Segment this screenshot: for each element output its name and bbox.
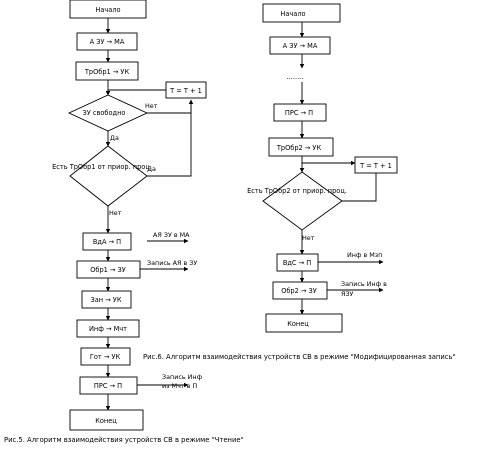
left-step-prs-p-label: ПРС → П <box>94 382 122 390</box>
left-step-vda-p <box>82 232 132 251</box>
right-label-no: Нет <box>302 234 315 242</box>
right-dots: ........ <box>287 73 304 81</box>
left-decision-zu-free-label: ЗУ свободно <box>83 109 126 117</box>
left-flowchart-shapes <box>67 0 207 431</box>
right-step-prs-p-label: ПРС → П <box>285 109 313 117</box>
right-end-box <box>265 313 343 333</box>
right-step-prs-p <box>273 103 327 122</box>
left-flowchart-connectors <box>105 18 194 411</box>
right-step-obr2-zu-label: Обр2 → ЗУ <box>281 287 317 295</box>
right-note-write-inf-1: Запись Инф в <box>341 280 387 288</box>
right-end-label: Конец <box>287 320 309 328</box>
right-flowchart-labels: Начало А ЗУ → МА ........ ПРС → П ТрОбр2… <box>247 10 392 328</box>
right-step-obr2-zu <box>272 281 328 300</box>
right-start-label: Начало <box>280 10 305 18</box>
left-step-trobr1-uk <box>75 61 139 81</box>
left-decision-zu-free <box>67 94 149 132</box>
left-decision-trobr1-label: Есть ТрОбр1 от приор. проц. <box>52 163 152 171</box>
right-inc-t-box <box>354 156 398 174</box>
left-flowchart-labels: Начало А ЗУ → МА ТрОбр1 → УК Т = Т + 1 З… <box>52 6 202 425</box>
left-step-got-uk <box>80 347 131 366</box>
left-step-az-ma <box>76 32 138 51</box>
left-inc-t-label: Т = Т + 1 <box>169 87 202 95</box>
left-end-label: Конец <box>95 417 117 425</box>
left-step-obr1-zu-label: Обр1 → ЗУ <box>90 266 126 274</box>
right-flowchart-shapes <box>262 3 398 333</box>
right-step-trobr2-uk-label: ТрОбр2 → УК <box>276 144 322 152</box>
left-end-box <box>69 409 144 431</box>
right-step-az-ma-label: А ЗУ → МА <box>283 42 318 50</box>
left-step-obr1-zu <box>76 260 141 279</box>
right-decision-trobr2 <box>262 171 343 231</box>
left-note-write-inf-2: из Мчт в П <box>162 382 197 390</box>
right-start-box <box>262 3 341 23</box>
right-decision-trobr2-label: Есть ТрОбр2 от приор. проц. <box>247 187 347 195</box>
right-note-inf-mzp: Инф в Мзп <box>347 251 382 259</box>
left-step-inf-mcht <box>76 319 140 338</box>
left-step-zan-uk <box>81 290 132 309</box>
right-branch-labels: Нет Инф в Мзп Запись Инф в ЯЗУ <box>302 234 387 298</box>
left-label-yes-2: Да <box>147 165 156 173</box>
left-step-az-ma-label: А ЗУ → МА <box>90 38 125 46</box>
right-step-trobr2-uk <box>268 137 334 157</box>
right-step-vds-p <box>276 253 319 272</box>
right-note-write-inf-2: ЯЗУ <box>341 290 354 298</box>
right-step-az-ma <box>269 36 331 55</box>
left-inc-t-box <box>165 81 207 99</box>
left-start-box <box>69 0 147 19</box>
figure-caption-5: Рис.5. Алгоритм взаимодействия устройств… <box>4 436 244 444</box>
right-flowchart-connectors <box>299 22 384 315</box>
left-label-no-2: Нет <box>109 209 122 217</box>
left-step-inf-mcht-label: Инф → Мчт <box>89 325 127 333</box>
left-note-write-aya: Запись АЯ в ЗУ <box>147 259 197 267</box>
left-step-vda-p-label: ВдА → П <box>93 238 121 246</box>
left-step-zan-uk-label: Зан → УК <box>91 296 122 304</box>
left-start-label: Начало <box>95 6 120 14</box>
left-label-yes-1: Да <box>110 134 119 142</box>
left-step-prs-p <box>79 376 138 395</box>
left-step-got-uk-label: Гот → УК <box>90 353 121 361</box>
left-step-trobr1-uk-label: ТрОбр1 → УК <box>84 68 130 76</box>
figure-caption-6: Рис.6. Алгоритм взаимодействия устройств… <box>143 353 456 361</box>
left-note-aya-zu-ma: АЯ ЗУ в МА <box>153 231 190 239</box>
right-step-vds-p-label: ВдС → П <box>283 259 311 267</box>
left-decision-trobr1 <box>69 145 148 207</box>
right-inc-t-label: Т = Т + 1 <box>359 162 392 170</box>
left-note-write-inf-1: Запись Инф <box>162 373 203 381</box>
left-label-no-1: Нет <box>145 102 158 110</box>
left-branch-labels: Нет Да Да Нет АЯ ЗУ в МА Запись АЯ в ЗУ … <box>109 102 203 390</box>
